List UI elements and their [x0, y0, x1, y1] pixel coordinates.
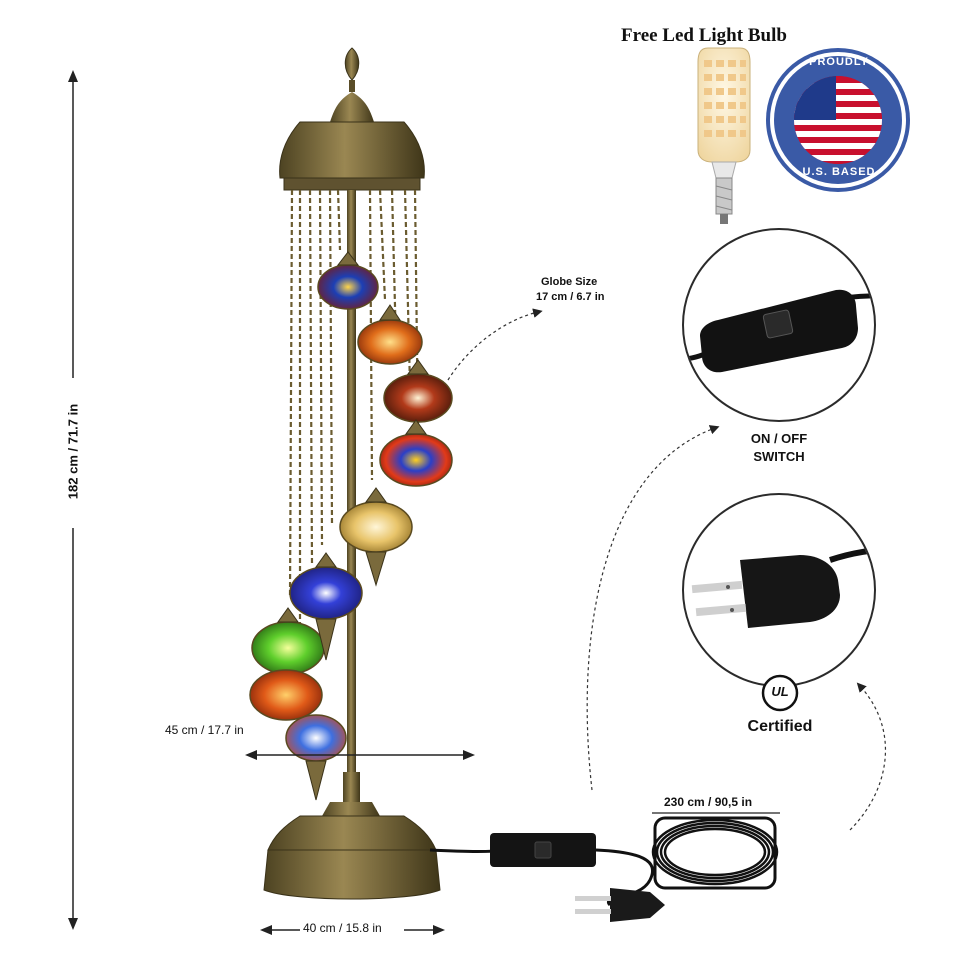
cord-length-label: 230 cm / 90,5 in — [664, 795, 753, 809]
switch-label-line2: SWITCH — [753, 449, 805, 464]
lamp-base — [263, 772, 441, 900]
globe-9 — [285, 714, 347, 762]
globe-3 — [383, 373, 453, 423]
globe-size-title: Globe Size — [541, 276, 598, 288]
height-dimension-line — [62, 70, 84, 930]
us-based-badge — [766, 48, 910, 192]
globe-size-value: 17 cm / 6.7 in — [536, 291, 605, 303]
mosaic-globes — [249, 264, 453, 762]
dashed-arrows — [447, 308, 887, 831]
switch-closeup — [682, 228, 876, 422]
globe-4 — [379, 433, 453, 487]
base-width-label: 40 cm / 15.8 in — [303, 921, 382, 935]
bulb-title: Free Led Light Bulb — [621, 25, 787, 46]
plug-closeup — [682, 493, 876, 687]
globe-1 — [317, 264, 379, 310]
lamp-canopy — [279, 47, 425, 191]
ul-certified-label: Certified — [747, 718, 813, 735]
power-cord — [429, 812, 780, 922]
globe-6 — [289, 566, 363, 620]
badge-bottom-text: U.S. BASED — [802, 166, 876, 178]
globe-7 — [251, 621, 325, 675]
globe-width-label: 45 cm / 17.7 in — [165, 723, 244, 737]
led-bulb-image — [697, 47, 751, 224]
lamp-pole — [347, 190, 356, 810]
ul-mark-text: UL — [771, 684, 789, 699]
switch-label-line1: ON / OFF — [750, 431, 808, 446]
globe-2 — [357, 319, 423, 365]
globe-width-dimension-line — [245, 750, 475, 760]
ul-logo — [761, 674, 799, 712]
globe-8 — [249, 669, 323, 721]
badge-top-text: PROUDLY — [809, 56, 869, 68]
globe-5 — [339, 501, 413, 553]
coiled-cord — [651, 816, 779, 890]
height-label: 182 cm / 71.7 in — [65, 403, 81, 500]
globe-caps — [277, 251, 429, 801]
base-width-dimension-line — [260, 920, 445, 938]
